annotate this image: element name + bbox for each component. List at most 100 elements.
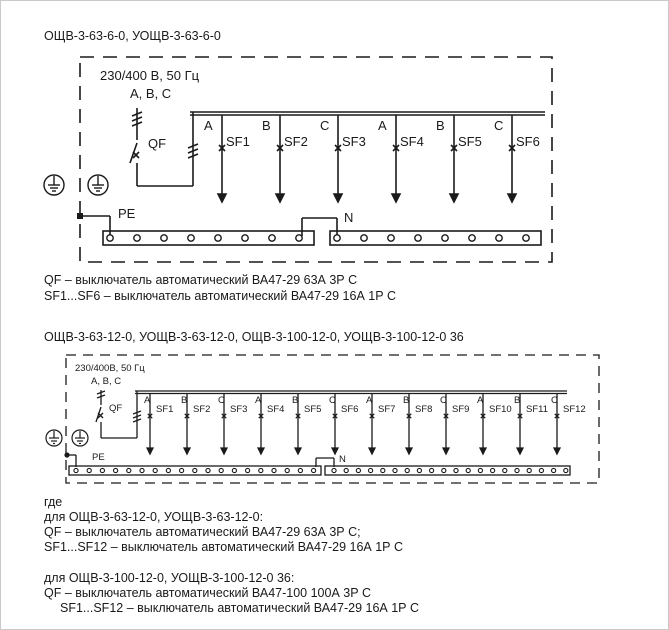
notes-group1-line: SF1...SF12 – выключатель автоматический … bbox=[44, 540, 403, 554]
terminal-hole bbox=[343, 467, 349, 474]
terminal-hole bbox=[160, 234, 168, 242]
terminal-hole bbox=[165, 467, 172, 474]
branch-breaker bbox=[390, 115, 402, 204]
branch-breaker bbox=[552, 393, 562, 456]
terminal-hole bbox=[187, 234, 195, 242]
terminal-hole bbox=[428, 467, 435, 474]
diagram2-voltage-label: 230/400В, 50 Гц bbox=[75, 363, 145, 374]
terminal-hole bbox=[73, 467, 79, 474]
branch-breaker bbox=[216, 115, 228, 204]
terminal-hole bbox=[192, 467, 198, 474]
terminal-hole bbox=[468, 234, 476, 242]
terminal-hole bbox=[453, 467, 459, 474]
terminal-hole bbox=[387, 234, 395, 242]
diagram2-branch-breakers: ASF1BSF2CSF3ASF4BSF5CSF6ASF7BSF8CSF9ASF1… bbox=[144, 393, 586, 456]
diagram1-legend-sf: SF1...SF6 – выключатель автоматический В… bbox=[44, 289, 397, 303]
phase-label: A bbox=[477, 395, 484, 406]
branch-breaker bbox=[274, 115, 286, 204]
diagram1-phases-label: A, B, C bbox=[130, 86, 171, 101]
terminal-hole bbox=[152, 467, 158, 474]
terminal-hole bbox=[244, 467, 251, 474]
breaker-label: SF10 bbox=[489, 404, 512, 415]
terminal-hole bbox=[414, 234, 422, 242]
breaker-label: SF12 bbox=[563, 404, 586, 415]
terminal-hole bbox=[218, 467, 224, 474]
terminal-hole bbox=[241, 234, 249, 242]
diagram2-pe-label: PE bbox=[92, 452, 105, 463]
phase-label: A bbox=[378, 118, 387, 133]
breaker-label: SF2 bbox=[193, 404, 210, 415]
diagram1-qf-label: QF bbox=[148, 136, 166, 151]
notes-group1-line: QF – выключатель автоматический ВА47-29 … bbox=[44, 525, 361, 539]
diagram2-pe-terminal bbox=[64, 452, 70, 458]
terminal-hole bbox=[268, 234, 276, 242]
breaker-label: SF5 bbox=[304, 404, 321, 415]
branch-breaker bbox=[256, 393, 266, 456]
terminal-hole bbox=[112, 467, 119, 474]
branch-breaker bbox=[219, 393, 229, 456]
branch-breaker bbox=[367, 393, 377, 456]
phase-label: C bbox=[440, 395, 447, 406]
terminal-hole bbox=[297, 467, 304, 474]
phase-label: C bbox=[494, 118, 503, 133]
diagram1-n-label: N bbox=[344, 210, 353, 225]
branch-breaker bbox=[145, 393, 155, 456]
diagram1-title: ОЩВ-3-63-6-0, УОЩВ-3-63-6-0 bbox=[44, 29, 221, 43]
terminal-hole bbox=[106, 234, 114, 242]
breaker-label: SF8 bbox=[415, 404, 432, 415]
breaker-label: SF4 bbox=[267, 404, 284, 415]
terminal-hole bbox=[416, 467, 423, 474]
terminal-hole bbox=[284, 467, 290, 474]
breaker-label: SF6 bbox=[516, 134, 540, 149]
branch-breaker bbox=[515, 393, 525, 456]
terminal-hole bbox=[441, 234, 449, 242]
diagram1-pe-bar bbox=[102, 230, 315, 246]
phase-label: A bbox=[204, 118, 213, 133]
terminal-hole bbox=[360, 234, 368, 242]
ground-icon bbox=[71, 429, 89, 447]
phase-label: A bbox=[366, 395, 373, 406]
notes-where: где bbox=[44, 495, 63, 509]
diagram2-n-bar bbox=[324, 465, 571, 476]
terminal-hole bbox=[333, 234, 341, 242]
ground-icon bbox=[87, 174, 109, 196]
branch-breaker bbox=[404, 393, 414, 456]
diagram2-phases-label: A, B, C bbox=[91, 376, 121, 387]
terminal-hole bbox=[502, 467, 508, 474]
diagram2-qf-label: QF bbox=[109, 403, 122, 414]
terminal-hole bbox=[178, 467, 185, 474]
terminal-hole bbox=[514, 467, 520, 474]
breaker-label: SF9 bbox=[452, 404, 469, 415]
diagram1-pe-n-wiring bbox=[80, 215, 338, 236]
diagram2-enclosure bbox=[65, 354, 600, 484]
terminal-hole bbox=[231, 467, 238, 474]
notes-group1-title: для ОЩВ-3-63-12-0, УОЩВ-3-63-12-0: bbox=[44, 510, 264, 524]
terminal-hole bbox=[392, 467, 398, 474]
breaker-label: SF4 bbox=[400, 134, 424, 149]
phase-label: C bbox=[320, 118, 329, 133]
terminal-hole bbox=[99, 467, 106, 474]
breaker-label: SF1 bbox=[226, 134, 250, 149]
breaker-label: SF11 bbox=[526, 404, 548, 415]
terminal-hole bbox=[271, 467, 277, 474]
breaker-label: SF2 bbox=[284, 134, 308, 149]
diagram1-main-breaker bbox=[129, 108, 199, 187]
diagram1-pe-label: PE bbox=[118, 206, 136, 221]
phase-label: B bbox=[292, 395, 298, 406]
terminal-hole bbox=[441, 467, 447, 474]
diagram1-voltage-label: 230/400 В, 50 Гц bbox=[100, 68, 200, 83]
phase-label: A bbox=[144, 395, 151, 406]
branch-breaker bbox=[448, 115, 460, 204]
terminal-hole bbox=[526, 467, 532, 474]
terminal-hole bbox=[133, 234, 141, 242]
terminal-hole bbox=[489, 467, 496, 474]
terminal-hole bbox=[331, 467, 337, 474]
diagram2-main-breaker bbox=[95, 390, 142, 439]
notes-group2-line: QF – выключатель автоматический ВА47-100… bbox=[44, 586, 372, 600]
diagram2-pe-bar bbox=[68, 465, 322, 476]
diagram1-enclosure bbox=[79, 56, 553, 263]
branch-breaker bbox=[293, 393, 303, 456]
phase-label: B bbox=[181, 395, 187, 406]
